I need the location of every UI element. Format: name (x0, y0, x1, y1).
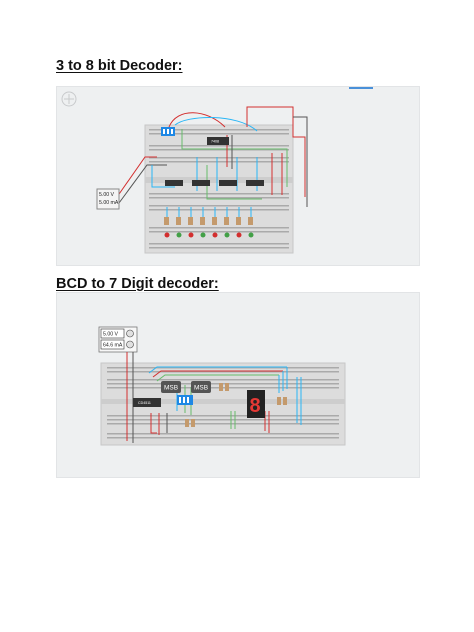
section-title-decoder: 3 to 8 bit Decoder: (56, 58, 183, 74)
input-label-msb: MSB (161, 381, 181, 393)
ic-chip[interactable] (219, 180, 237, 186)
circuit-panel-decoder: 5.00 V 5.00 mA 7408 (56, 86, 420, 266)
meter-current-readout: 64.6 mA (103, 343, 123, 349)
circuit-panel-bcd: 5.00 V 64.6 mA (56, 292, 420, 478)
resistors (164, 217, 253, 225)
led (212, 232, 218, 238)
meter-knob (126, 340, 134, 349)
meter-current-readout: 5.00 mA (99, 200, 119, 206)
meter-knob (126, 329, 134, 338)
ic-chip[interactable] (165, 180, 183, 186)
input-label-msb: MSB (191, 381, 211, 393)
led (176, 232, 182, 238)
led (236, 232, 242, 238)
circuit-canvas-decoder: 5.00 V 5.00 mA 7408 (61, 87, 373, 254)
section-title-bcd: BCD to 7 Digit decoder: (56, 276, 219, 292)
pan-control-icon[interactable] (61, 91, 77, 107)
svg-text:MSB: MSB (164, 385, 178, 392)
led (200, 232, 206, 238)
chip-label: CD4511 (138, 401, 151, 405)
output-leds (164, 232, 254, 238)
led (224, 232, 230, 238)
ic-chip[interactable] (192, 180, 210, 186)
chip-label: 7408 (211, 140, 219, 144)
circuit-canvas-bcd: 5.00 V 64.6 mA (98, 326, 346, 446)
display-digit: 8 (250, 395, 261, 417)
breadboard-holes (149, 129, 289, 249)
toolbar-accent (349, 87, 373, 89)
led (164, 232, 170, 238)
svg-text:MSB: MSB (194, 385, 208, 392)
led (188, 232, 194, 238)
dip-switch[interactable] (161, 127, 175, 136)
multimeter[interactable]: 5.00 V 64.6 mA (98, 326, 138, 353)
meter-voltage-readout: 5.00 V (103, 332, 119, 338)
ic-chip-decoder[interactable]: CD4511 (133, 398, 161, 407)
led (248, 232, 254, 238)
multimeter[interactable]: 5.00 V 5.00 mA (96, 188, 120, 210)
dip-switch[interactable] (177, 395, 193, 405)
seven-segment-display: 8 (247, 390, 265, 418)
ic-chip-top[interactable]: 7408 (207, 137, 229, 145)
meter-voltage-readout: 5.00 V (99, 192, 115, 198)
wires (116, 106, 308, 217)
ic-chip[interactable] (246, 180, 264, 186)
resistors (185, 383, 287, 427)
